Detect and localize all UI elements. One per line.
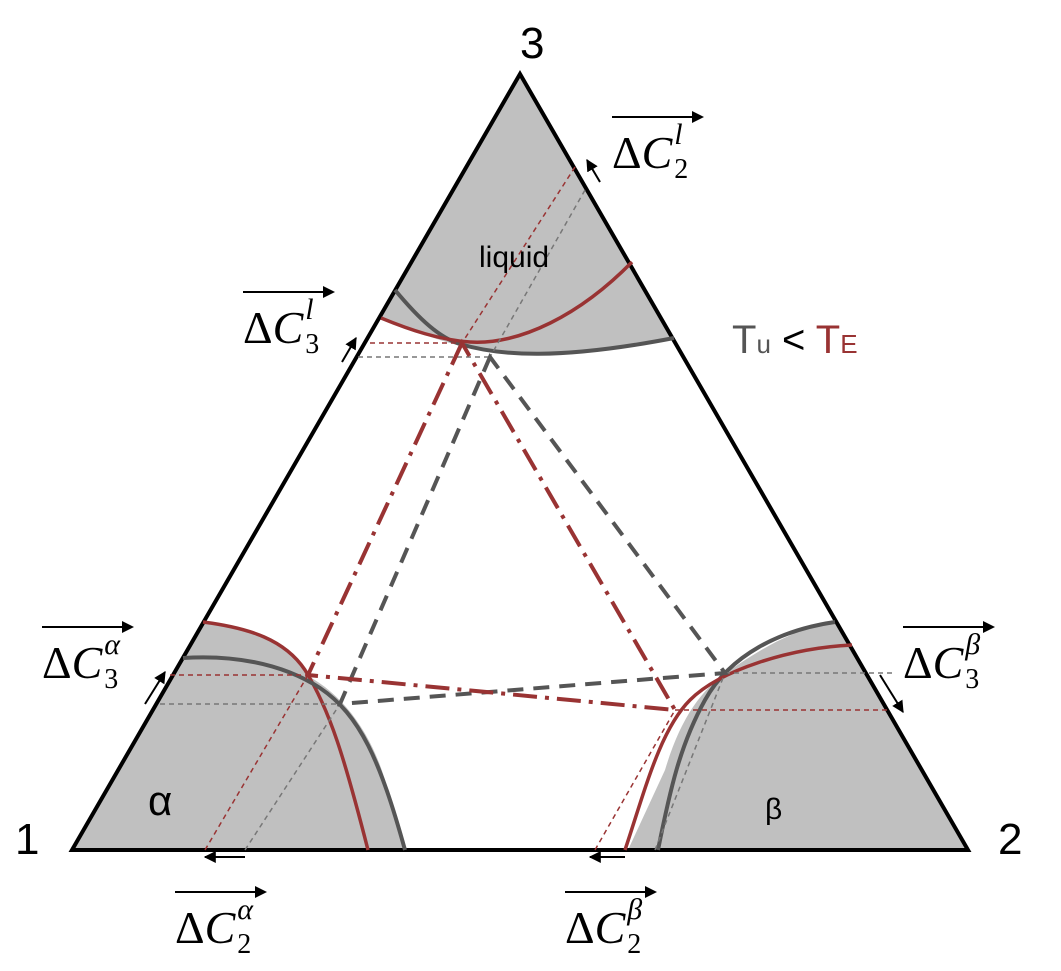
t-e-subscript: E: [840, 329, 858, 359]
beta-label: β: [765, 793, 783, 826]
t-u-symbol: T: [732, 318, 757, 362]
arrow-dc3-l: [341, 336, 357, 363]
vertex-3-label: 3: [520, 19, 545, 68]
tie-triangle-gray: [336, 353, 729, 707]
arrow-dc3-alpha: [144, 670, 166, 705]
arrow-dc3-beta: [879, 674, 904, 714]
alpha-region: [72, 622, 405, 850]
arrow-dc2-l: [586, 158, 601, 183]
alpha-gray-curve: [182, 655, 407, 851]
beta-region: [628, 622, 968, 850]
vertex-1-label: 1: [15, 815, 40, 864]
vertex-2-label: 2: [998, 815, 1023, 864]
ternary-triangle: [68, 69, 972, 852]
liquid-region: [381, 74, 674, 355]
beta-red-curve: [623, 643, 853, 851]
t-u-subscript: u: [756, 329, 771, 359]
temperature-legend: Tu < TE: [732, 320, 858, 360]
tie-triangle-red: [304, 338, 679, 713]
less-than-sign: <: [770, 318, 816, 362]
t-e-symbol: T: [815, 318, 841, 362]
beta-gray-curve: [656, 620, 836, 851]
liquid-label: liquid: [479, 241, 550, 274]
liquid-gray-curve: [393, 288, 675, 356]
guide-lines-red: [170, 166, 890, 851]
alpha-label: α: [148, 777, 173, 824]
guide-lines-gray: [160, 189, 895, 851]
liquid-red-curve: [380, 260, 634, 344]
